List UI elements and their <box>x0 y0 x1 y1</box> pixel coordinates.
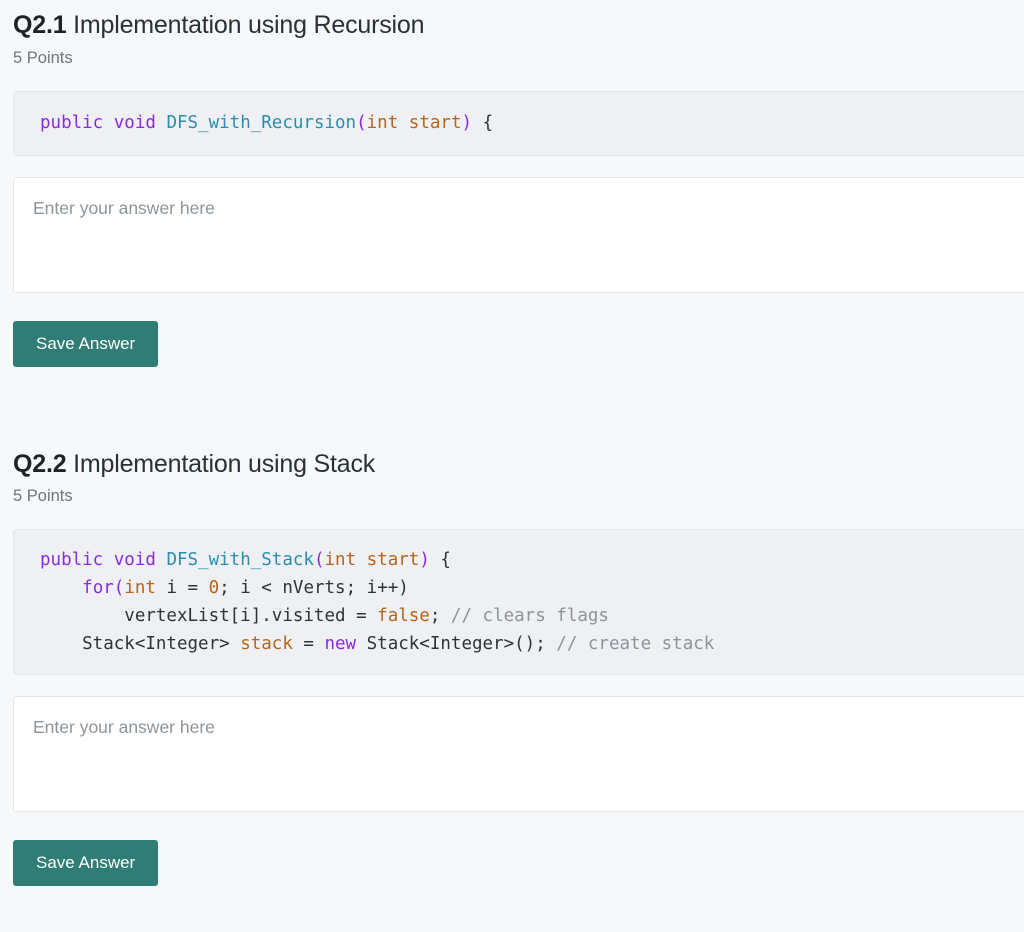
question-q2-2: Q2.2 Implementation using Stack 5 Points… <box>0 367 1024 887</box>
code-token: 0 <box>208 578 220 599</box>
code-token: ; <box>429 606 451 627</box>
code-token: DFS_with_Recursion <box>166 112 357 133</box>
page-title: Q2.1 Implementation using Recursion <box>13 11 1024 40</box>
code-token: int <box>124 578 156 599</box>
save-answer-button-q2-1[interactable]: Save Answer <box>13 320 159 367</box>
code-token: int <box>324 550 357 571</box>
code-token <box>356 550 367 570</box>
code-token: { <box>429 550 451 571</box>
answer-textarea-q2-1[interactable]: Enter your answer here <box>13 176 1024 293</box>
code-token <box>40 578 82 598</box>
code-token: false <box>377 606 430 627</box>
answer-placeholder: Enter your answer here <box>33 197 215 218</box>
question-title-text: Implementation using Stack <box>66 449 376 478</box>
code-token: ) <box>419 550 430 571</box>
code-token: ( <box>313 550 325 571</box>
code-token: DFS_with_Stack <box>166 550 314 571</box>
code-token: = <box>292 634 325 655</box>
code-token: int <box>366 112 399 133</box>
code-token: ( <box>113 578 125 599</box>
page-title: Q2.2 Implementation using Stack <box>13 450 1024 479</box>
question-number: Q2.1 <box>13 11 67 39</box>
code-token: i = <box>155 578 209 599</box>
code-token: Stack<Integer> <box>40 634 241 655</box>
code-token: ; i < nVerts; i++) <box>219 578 409 599</box>
question-points: 5 Points <box>13 48 73 67</box>
question-title-text: Implementation using Recursion <box>66 11 425 39</box>
code-token: stack <box>240 634 293 655</box>
answer-placeholder: Enter your answer here <box>33 717 215 738</box>
code-block-stack: public void DFS_with_Stack(int start) { … <box>13 529 1024 676</box>
code-token: for <box>82 578 114 599</box>
code-token: new <box>324 634 357 655</box>
code-token: vertexList[i].visited = <box>40 606 378 627</box>
code-token: Stack<Integer>(); <box>356 634 557 655</box>
answer-textarea-q2-2[interactable]: Enter your answer here <box>13 696 1024 813</box>
code-token <box>398 113 409 133</box>
code-token: ( <box>356 112 367 133</box>
code-token: ) <box>461 112 473 133</box>
code-token: start <box>366 550 420 571</box>
code-block-recursion: public void DFS_with_Recursion(int start… <box>13 90 1024 156</box>
code-token: public void <box>40 112 167 133</box>
question-q2-1: Q2.1 Implementation using Recursion 5 Po… <box>0 0 1024 367</box>
save-answer-button-q2-2[interactable]: Save Answer <box>13 840 159 887</box>
code-token: { <box>472 112 494 133</box>
code-token: public void <box>40 550 167 571</box>
code-token: // clears flags <box>450 606 609 627</box>
code-token: start <box>408 112 462 133</box>
code-token: // create stack <box>556 634 715 655</box>
question-points: 5 Points <box>13 487 73 506</box>
question-number: Q2.2 <box>13 449 67 478</box>
